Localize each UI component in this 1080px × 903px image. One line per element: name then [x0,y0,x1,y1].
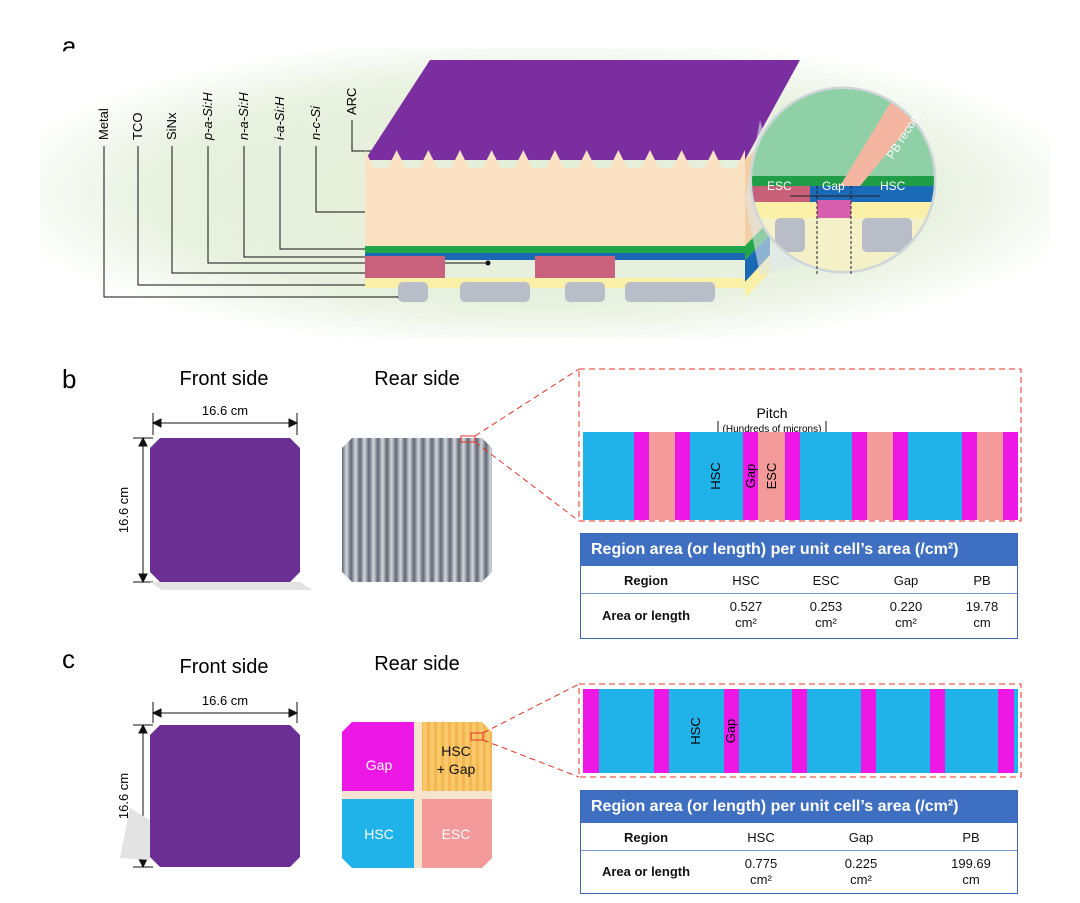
layer-label-i-a-si: i-a-Si:H [272,96,287,140]
b-front-title: Front side [180,368,269,390]
magnifier-inset: ESC Gap HSC PB recom. [745,86,937,275]
b-table-title: Region area (or length) per unit cell’s … [581,534,1017,566]
c-front-wafer [150,725,300,867]
c-region-table: Region area (or length) per unit cell’s … [580,790,1018,894]
b-rear-title: Rear side [374,368,460,390]
b-height-dimension [133,436,153,584]
c-quad-hscgap-label-1: HSC [441,743,471,759]
layer-label-arc: ARC [344,88,359,115]
b-unit-hsc: cm² [735,615,757,630]
c-table-header-region: Region [623,830,669,845]
b-strip-hsc-label: HSC [708,462,723,489]
b-front-shadow [150,582,312,590]
c-zoom-line-bottom [482,739,580,778]
inset-gap-label: Gap [822,179,845,193]
b-table-row-label: Area or length [601,608,691,623]
b-table-value-row: Area or length 0.527 cm² 0.253 cm² 0.220… [581,595,1017,637]
b-width-dimension [151,413,299,435]
b-value-gap: 0.220 [889,599,923,614]
b-strip-esc-label: ESC [764,463,779,490]
panel-b-letter: b [62,364,76,394]
c-rear-wafer [342,722,492,868]
b-table-header-hsc: HSC [732,573,760,588]
b-zoom-line-top [474,368,580,437]
b-unit-pb: cm [973,615,991,630]
c-front-shadow [120,808,150,860]
b-table-header-esc: ESC [812,573,840,588]
layer-label-n-c-si: n-c-Si [308,105,323,140]
b-pitch-sublabel: (Hundreds of microns) [723,424,822,435]
c-quad-gap-label: Gap [366,757,393,773]
b-table-header-row: Region HSC ESC Gap PB [581,568,1017,592]
c-strip-hsc-label: HSC [688,717,703,744]
layer-label-metal: Metal [96,108,111,140]
b-zoom-line-bottom [474,441,580,522]
c-table-title: Region area (or length) per unit cell’s … [581,791,1017,823]
c-table-value-row: Area or length 0.775 cm² 0.225 cm² 199.6… [581,852,1017,892]
b-value-pb: 19.78 [965,599,999,614]
c-value-pb: 199.69 [951,856,991,871]
c-table-header-pb: PB [962,830,980,845]
b-front-wafer [150,438,300,582]
b-table-header-region: Region [623,573,669,588]
b-value-esc: 0.253 [809,599,843,614]
c-quad-hscgap-label-2: + Gap [437,761,476,777]
b-zoom-frame [578,368,1022,522]
b-unit-gap: cm² [895,615,917,630]
c-unit-pb: cm [962,872,980,887]
c-value-gap: 0.225 [844,856,878,871]
c-front-title: Front side [180,656,269,678]
inset-hsc-label: HSC [880,179,906,193]
c-zoom-marker [470,732,484,741]
c-width-dimension [151,702,299,723]
c-strip-pattern [583,689,1018,773]
c-table-header-hsc: HSC [747,830,775,845]
c-zoom-line-top [482,683,580,734]
c-rear-title: Rear side [374,653,460,675]
b-unit-esc: cm² [815,615,837,630]
c-quad-esc-label: ESC [442,826,471,842]
layer-label-p-a-si: p-a-Si:H [200,92,215,141]
c-quad-hsc-label: HSC [364,826,394,842]
b-zoom-marker [460,435,476,443]
b-table-header-pb: PB [973,573,991,588]
b-region-table: Region area (or length) per unit cell’s … [580,533,1018,639]
c-value-hsc: 0.775 [744,856,778,871]
b-width-label: 16.6 cm [202,403,248,418]
layer-label-n-a-si: n-a-Si:H [236,92,251,140]
layer-label-sinx: SiNx [164,112,179,140]
c-height-label: 16.6 cm [116,773,131,819]
b-value-hsc: 0.527 [729,599,763,614]
c-width-label: 16.6 cm [202,693,248,708]
b-strip-pattern [583,432,1018,520]
b-rear-wafer [342,438,492,582]
inset-esc-label: ESC [767,179,792,193]
c-table-header-row: Region HSC Gap PB [581,825,1017,849]
c-strip-gap-label: Gap [723,719,738,744]
layer-label-group: Metal TCO SiNx p-a-Si:H n-a-Si:H i-a-Si:… [96,88,359,141]
c-table-header-gap: Gap [848,830,874,845]
c-unit-gap: cm² [850,872,872,887]
b-pitch-label: Pitch [756,405,787,421]
b-strip-gap-label: Gap [743,464,758,489]
b-table-header-gap: Gap [893,573,919,588]
c-unit-hsc: cm² [750,872,772,887]
c-table-row-label: Area or length [601,864,691,879]
layer-label-tco: TCO [130,113,145,140]
b-height-label: 16.6 cm [116,487,131,533]
c-zoom-frame [578,683,1022,778]
panel-c-letter: c [62,644,75,674]
